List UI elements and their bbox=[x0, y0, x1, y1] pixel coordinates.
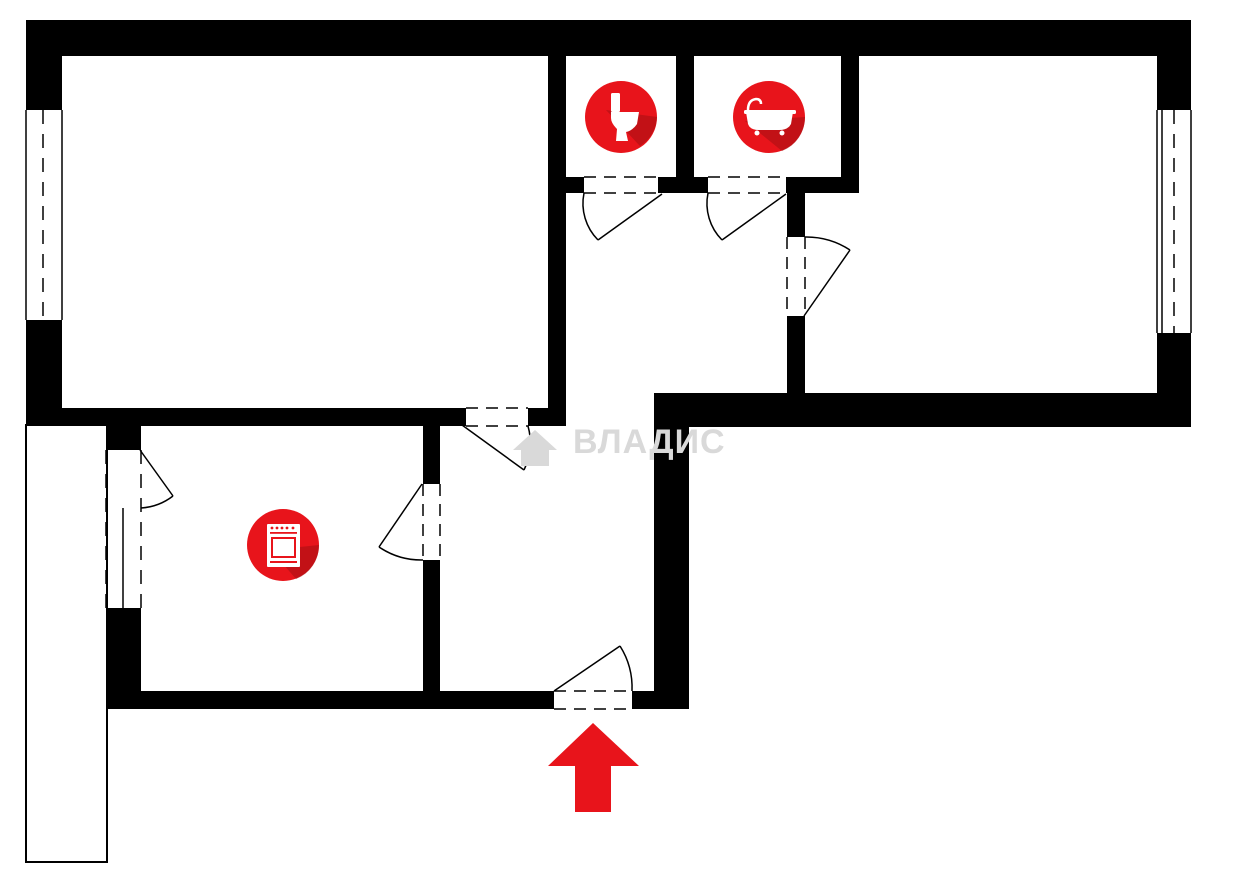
door-kitchen bbox=[378, 483, 441, 561]
door-left-room bbox=[461, 407, 532, 471]
balcony-door-window bbox=[105, 450, 142, 608]
door-bath bbox=[706, 176, 787, 241]
bathtub-icon bbox=[733, 81, 806, 153]
window-left bbox=[25, 110, 63, 320]
watermark-text: ВЛАДИС bbox=[573, 423, 726, 461]
watermark-logo-icon bbox=[513, 430, 557, 466]
entrance-arrow-icon bbox=[548, 723, 639, 812]
stove-icon bbox=[247, 509, 320, 581]
door-right-room bbox=[786, 236, 851, 317]
window-right bbox=[1156, 110, 1192, 333]
balcony bbox=[25, 424, 108, 863]
toilet-icon bbox=[585, 81, 657, 153]
walls bbox=[26, 20, 1191, 709]
door-entrance bbox=[553, 645, 633, 710]
door-wc bbox=[582, 176, 663, 241]
door-balcony bbox=[139, 449, 174, 509]
